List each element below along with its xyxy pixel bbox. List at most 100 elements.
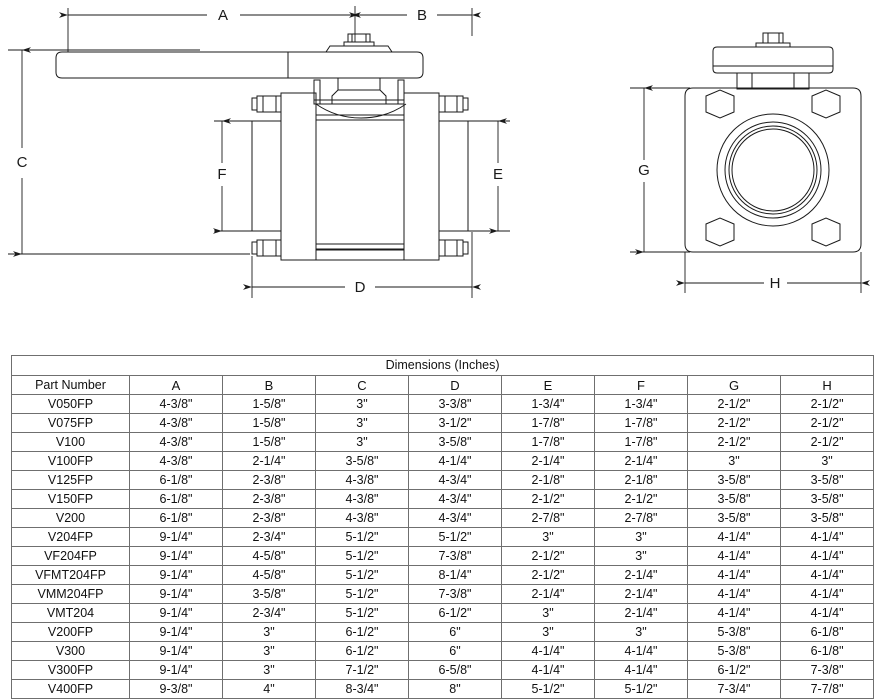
cell-dim-a: 6-1/8" [129, 470, 223, 490]
cell-part-number: V100 [11, 432, 130, 452]
valve-body [315, 103, 405, 261]
cell-dim-a: 9-1/4" [129, 527, 223, 547]
cell-dim-b: 3" [222, 622, 316, 642]
cell-dim-e: 2-1/4" [501, 451, 595, 471]
cell-dim-f: 3" [594, 527, 688, 547]
cell-dim-b: 2-1/4" [222, 451, 316, 471]
dimension-label-d: D [355, 279, 366, 296]
cell-dim-f: 1-7/8" [594, 413, 688, 433]
cell-dim-g: 3-5/8" [687, 508, 781, 528]
end-view-bore [716, 113, 830, 227]
cell-dim-f: 2-1/4" [594, 565, 688, 585]
cell-dim-d: 5-1/2" [408, 527, 502, 547]
cell-dim-e: 2-1/2" [501, 489, 595, 509]
cell-dim-b: 2-3/8" [222, 508, 316, 528]
cell-dim-h: 7-7/8" [779, 679, 875, 699]
end-view-bolt-top-right [811, 89, 841, 119]
column-header-e: E [501, 375, 595, 395]
cell-dim-d: 6" [408, 622, 502, 642]
cell-dim-c: 8-3/4" [315, 679, 409, 699]
cell-dim-c: 5-1/2" [315, 546, 409, 566]
cell-dim-h: 7-3/8" [779, 660, 875, 680]
cell-dim-c: 5-1/2" [315, 584, 409, 604]
cell-dim-f: 2-7/8" [594, 508, 688, 528]
cell-dim-a: 4-3/8" [129, 451, 223, 471]
cell-dim-a: 4-3/8" [129, 432, 223, 452]
cell-dim-f: 2-1/8" [594, 470, 688, 490]
cell-dim-e: 2-1/2" [501, 546, 595, 566]
table-caption: Dimensions (Inches) [10, 355, 875, 376]
technical-drawing: A B C D E F G H [0, 0, 884, 345]
column-header-a: A [129, 375, 223, 395]
cell-dim-a: 9-1/4" [129, 603, 223, 623]
end-view-bolt-bottom-right [811, 217, 841, 247]
cell-dim-h: 2-1/2" [779, 394, 875, 414]
cell-dim-b: 3" [222, 641, 316, 661]
dimension-label-a: A [218, 7, 228, 24]
cell-dim-b: 1-5/8" [222, 432, 316, 452]
dimension-label-h: H [770, 275, 781, 292]
cell-dim-c: 7-1/2" [315, 660, 409, 680]
cell-dim-f: 3" [594, 546, 688, 566]
cell-part-number: V200FP [11, 622, 130, 642]
cell-dim-c: 5-1/2" [315, 603, 409, 623]
cell-dim-e: 3" [501, 603, 595, 623]
cell-part-number: V300 [11, 641, 130, 661]
cell-part-number: V200 [11, 508, 130, 528]
cell-dim-g: 7-3/4" [687, 679, 781, 699]
cell-dim-f: 5-1/2" [594, 679, 688, 699]
cell-dim-a: 6-1/8" [129, 489, 223, 509]
cell-dim-h: 3" [779, 451, 875, 471]
cell-dim-a: 4-3/8" [129, 413, 223, 433]
cell-dim-e: 2-1/8" [501, 470, 595, 490]
cell-dim-c: 3" [315, 432, 409, 452]
cell-dim-e: 2-1/2" [501, 565, 595, 585]
cell-dim-g: 2-1/2" [687, 394, 781, 414]
end-view-flange-body [684, 87, 862, 253]
table-caption-row: Dimensions (Inches) [10, 355, 875, 376]
end-view-stem-housing [736, 72, 810, 90]
cell-dim-c: 5-1/2" [315, 527, 409, 547]
cell-part-number: V050FP [11, 394, 130, 414]
dimension-label-e: E [493, 166, 503, 183]
column-header-h: H [779, 375, 875, 395]
cell-dim-b: 2-3/4" [222, 527, 316, 547]
cell-dim-b: 4" [222, 679, 316, 699]
cell-dim-g: 5-3/8" [687, 641, 781, 661]
cell-dim-d: 6-5/8" [408, 660, 502, 680]
column-header-f: F [594, 375, 688, 395]
cell-part-number: V150FP [11, 489, 130, 509]
cell-dim-e: 3" [501, 622, 595, 642]
cell-dim-f: 4-1/4" [594, 660, 688, 680]
cell-part-number: V075FP [11, 413, 130, 433]
cell-dim-e: 1-3/4" [501, 394, 595, 414]
cell-dim-a: 9-1/4" [129, 622, 223, 642]
cell-dim-f: 1-7/8" [594, 432, 688, 452]
cell-dim-c: 6-1/2" [315, 622, 409, 642]
cell-dim-d: 4-1/4" [408, 451, 502, 471]
cell-dim-c: 3-5/8" [315, 451, 409, 471]
cell-dim-b: 2-3/8" [222, 489, 316, 509]
cell-part-number: V100FP [11, 451, 130, 471]
cell-dim-c: 5-1/2" [315, 565, 409, 585]
cell-dim-h: 4-1/4" [779, 584, 875, 604]
cell-dim-d: 4-3/4" [408, 508, 502, 528]
cell-dim-b: 1-5/8" [222, 413, 316, 433]
cell-dim-d: 6" [408, 641, 502, 661]
bolt-left-top [251, 95, 282, 113]
column-header-d: D [408, 375, 502, 395]
cell-dim-d: 7-3/8" [408, 584, 502, 604]
left-end-cap [251, 92, 317, 261]
cell-dim-e: 1-7/8" [501, 432, 595, 452]
cell-part-number: VMT204 [11, 603, 130, 623]
cell-part-number: V400FP [11, 679, 130, 699]
